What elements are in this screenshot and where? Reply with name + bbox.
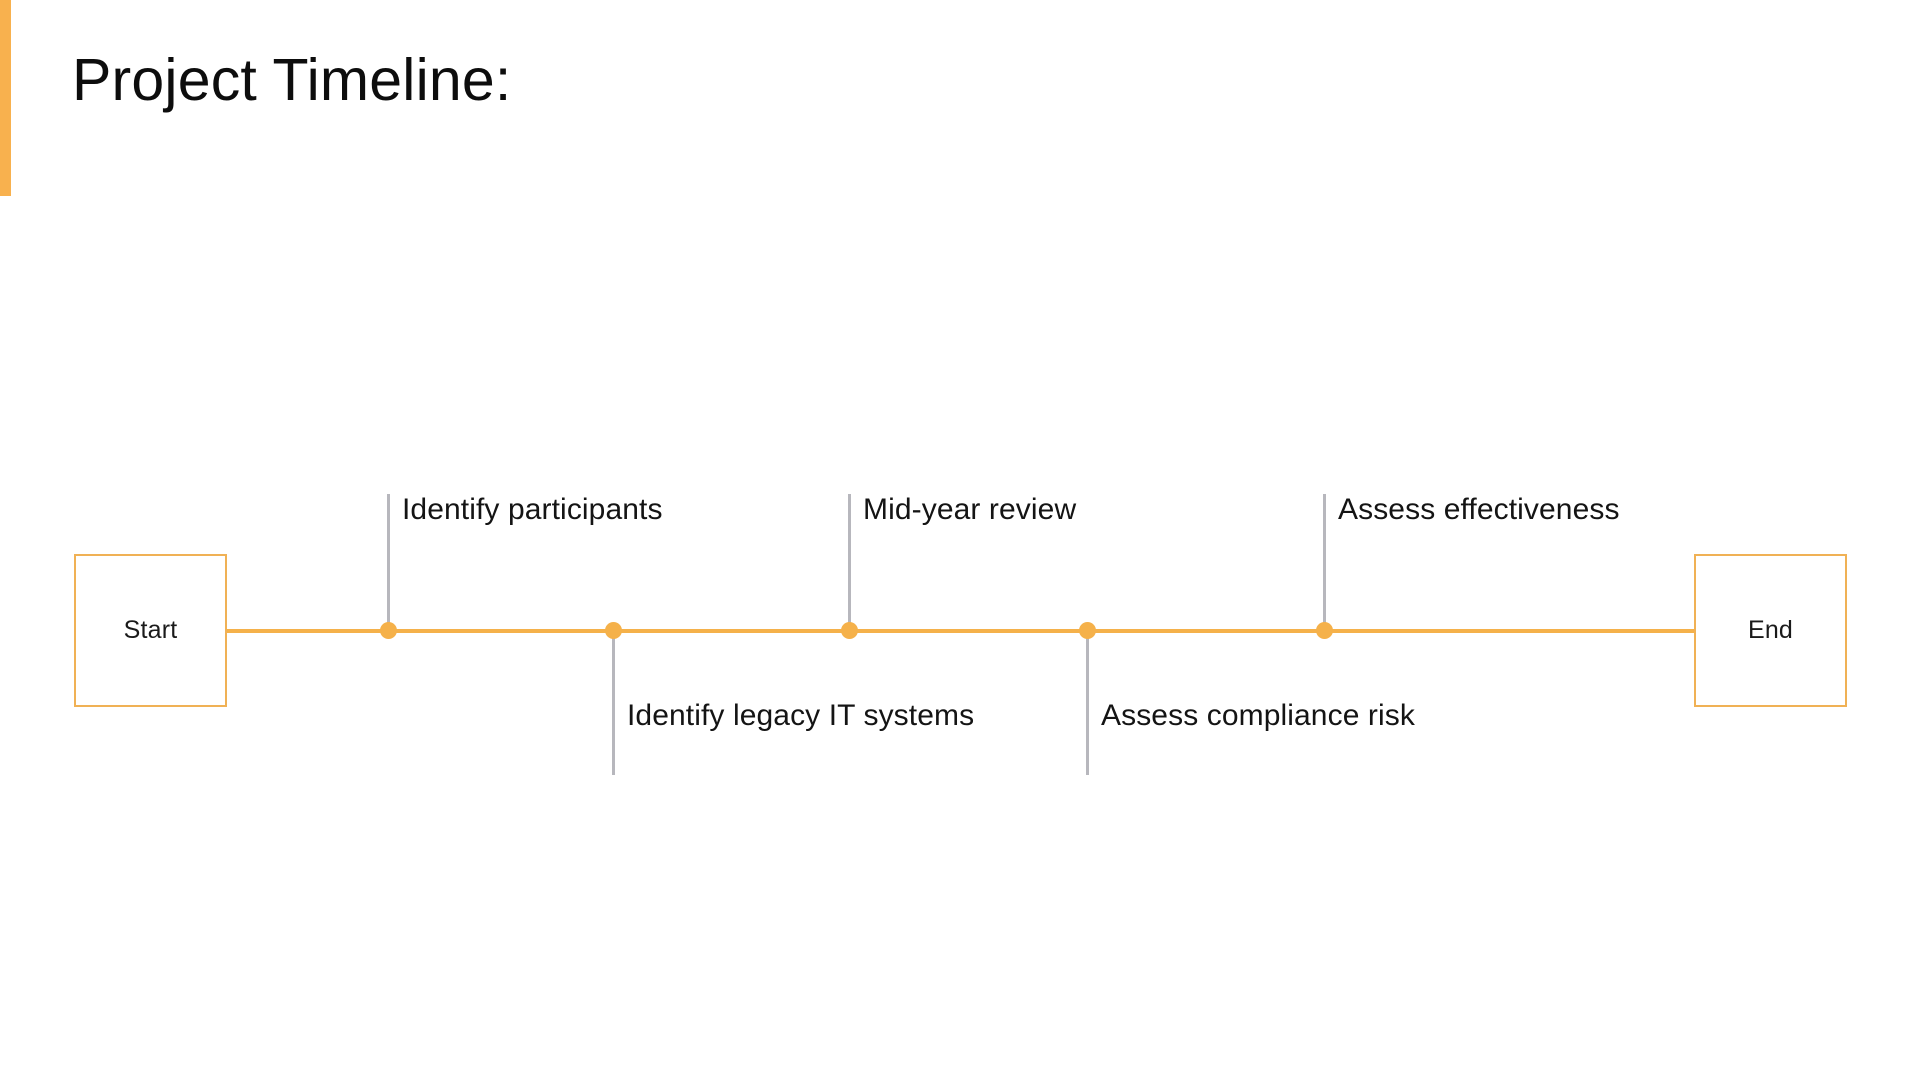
milestone-dot-icon[interactable]: [380, 622, 397, 639]
milestone-connector-line: [848, 494, 851, 631]
milestone-connector-line: [1086, 631, 1089, 775]
title-accent-bar: [0, 0, 11, 196]
timeline-end-label: End: [1747, 616, 1794, 644]
milestone-connector-line: [612, 631, 615, 775]
timeline-start-label: Start: [123, 616, 178, 644]
milestone-label: Identify legacy IT systems: [627, 699, 975, 732]
milestone-connector-line: [1323, 494, 1326, 631]
milestone-dot-icon[interactable]: [605, 622, 622, 639]
milestone-label: Assess compliance risk: [1101, 699, 1415, 732]
milestone-dot-icon[interactable]: [1316, 622, 1333, 639]
timeline-axis-line: [227, 629, 1694, 633]
milestone-dot-icon[interactable]: [1079, 622, 1096, 639]
timeline-end-node[interactable]: End: [1694, 554, 1847, 707]
milestone-label: Mid-year review: [863, 493, 1077, 526]
milestone-dot-icon[interactable]: [841, 622, 858, 639]
timeline-start-node[interactable]: Start: [74, 554, 227, 707]
milestone-label: Identify participants: [402, 493, 663, 526]
milestone-connector-line: [387, 494, 390, 631]
page-title: Project Timeline:: [72, 47, 512, 113]
milestone-label: Assess effectiveness: [1338, 493, 1620, 526]
